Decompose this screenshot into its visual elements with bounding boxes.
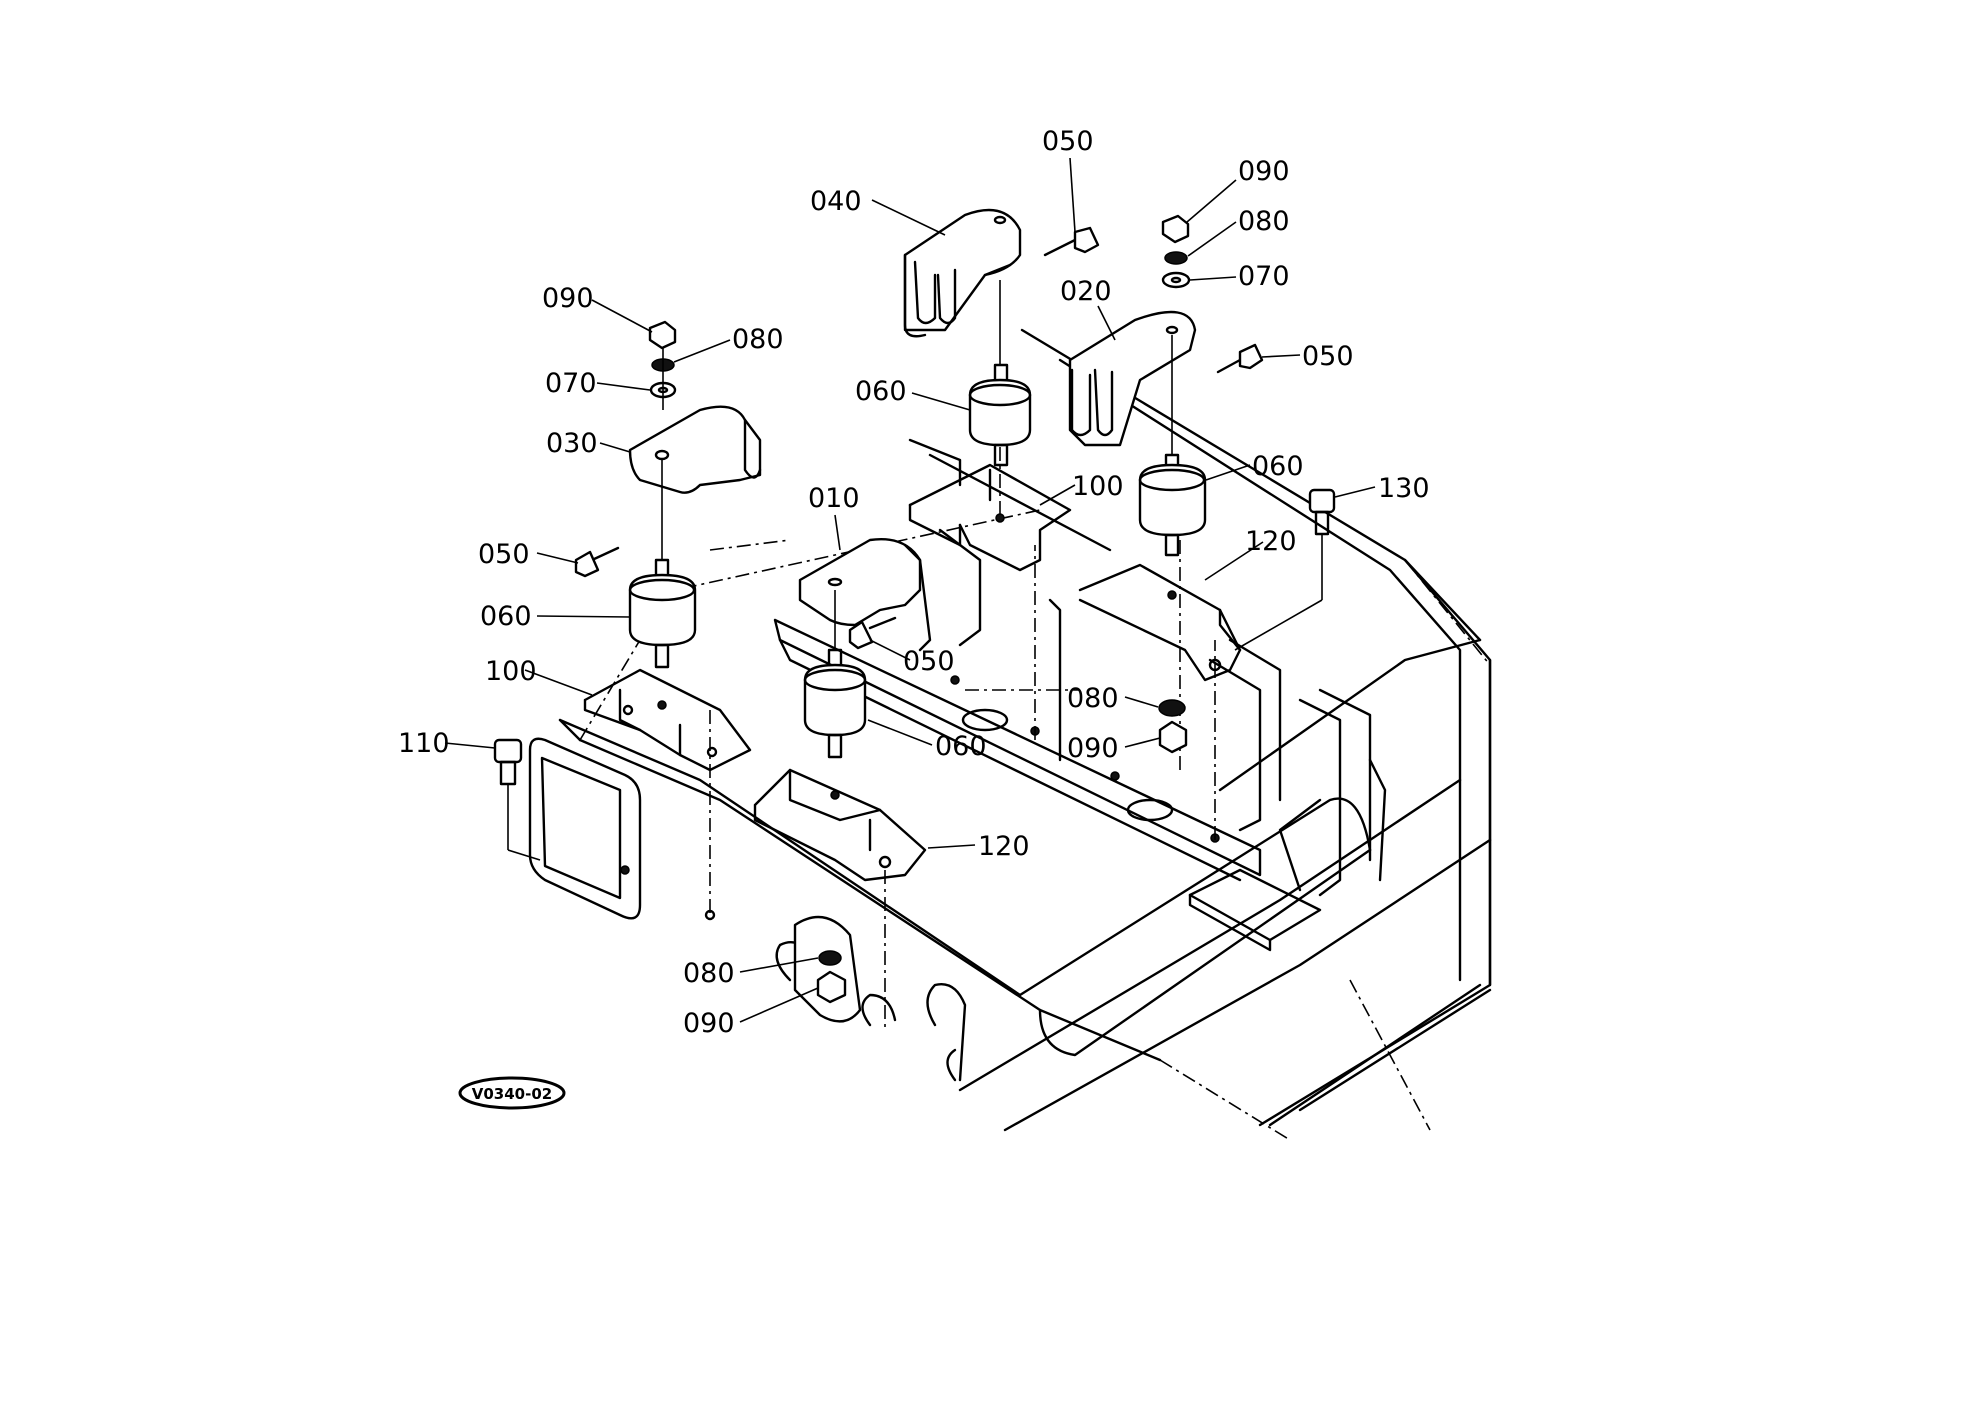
callout-080-mid: 080 [1067, 683, 1119, 714]
callout-060-right: 060 [1252, 451, 1304, 482]
bolt-050-left [574, 546, 620, 578]
bracket-040 [903, 208, 1022, 365]
rubber-mount-middle [803, 648, 867, 759]
callout-020: 020 [1060, 276, 1112, 307]
callout-110: 110 [398, 728, 450, 759]
callout-050-mid: 050 [903, 646, 955, 677]
callout-080-bottom: 080 [683, 958, 735, 989]
bolt-050-right [1216, 343, 1264, 374]
callout-070-left: 070 [545, 368, 597, 399]
callout-100-left: 100 [485, 656, 537, 687]
callout-040: 040 [810, 186, 862, 217]
hardware [493, 214, 1336, 1023]
bracket-020 [1068, 310, 1197, 455]
plate-100-top [908, 463, 1072, 572]
bracket-030 [628, 405, 762, 560]
callout-060-left: 060 [480, 601, 532, 632]
callout-090-right: 090 [1238, 156, 1290, 187]
bolt-110 [493, 738, 541, 861]
callout-090-mid: 090 [1067, 733, 1119, 764]
callout-080-right: 080 [1238, 206, 1290, 237]
rubber-mount-left [628, 558, 697, 669]
callout-090-bottom: 090 [683, 1008, 735, 1039]
plate-100-left [583, 668, 752, 772]
callout-030: 030 [546, 428, 598, 459]
bolt-050-top [1043, 226, 1100, 257]
callout-070-right: 070 [1238, 261, 1290, 292]
rubber-mount-right [1138, 453, 1207, 557]
callout-010: 010 [808, 483, 860, 514]
callout-080-left: 080 [732, 324, 784, 355]
drawing-code-badge: V0340-02 [458, 1076, 566, 1110]
callout-100-top: 100 [1072, 471, 1124, 502]
bolt-050-mid [848, 616, 897, 650]
callout-050-left: 050 [478, 539, 530, 570]
callout-labels: 040 050 090 080 070 020 050 090 080 070 … [398, 126, 1430, 1039]
rubber-mount-top [968, 363, 1032, 467]
leader-lines [444, 157, 1376, 1023]
callout-120-top: 120 [1245, 526, 1297, 557]
frame-structure [528, 328, 1492, 1132]
callout-120-bottom: 120 [978, 831, 1030, 862]
callout-090-left: 090 [542, 283, 594, 314]
bolt-130 [1234, 488, 1336, 651]
callout-130: 130 [1378, 473, 1430, 504]
bracket-010 [798, 538, 932, 652]
callout-050-right: 050 [1302, 341, 1354, 372]
drawing-code: V0340-02 [472, 1085, 552, 1103]
callout-060-mid: 060 [935, 731, 987, 762]
plate-120-top [1078, 563, 1242, 682]
plate-120-bottom [753, 768, 927, 882]
callout-050-top: 050 [1042, 126, 1094, 157]
callout-060-top: 060 [855, 376, 907, 407]
